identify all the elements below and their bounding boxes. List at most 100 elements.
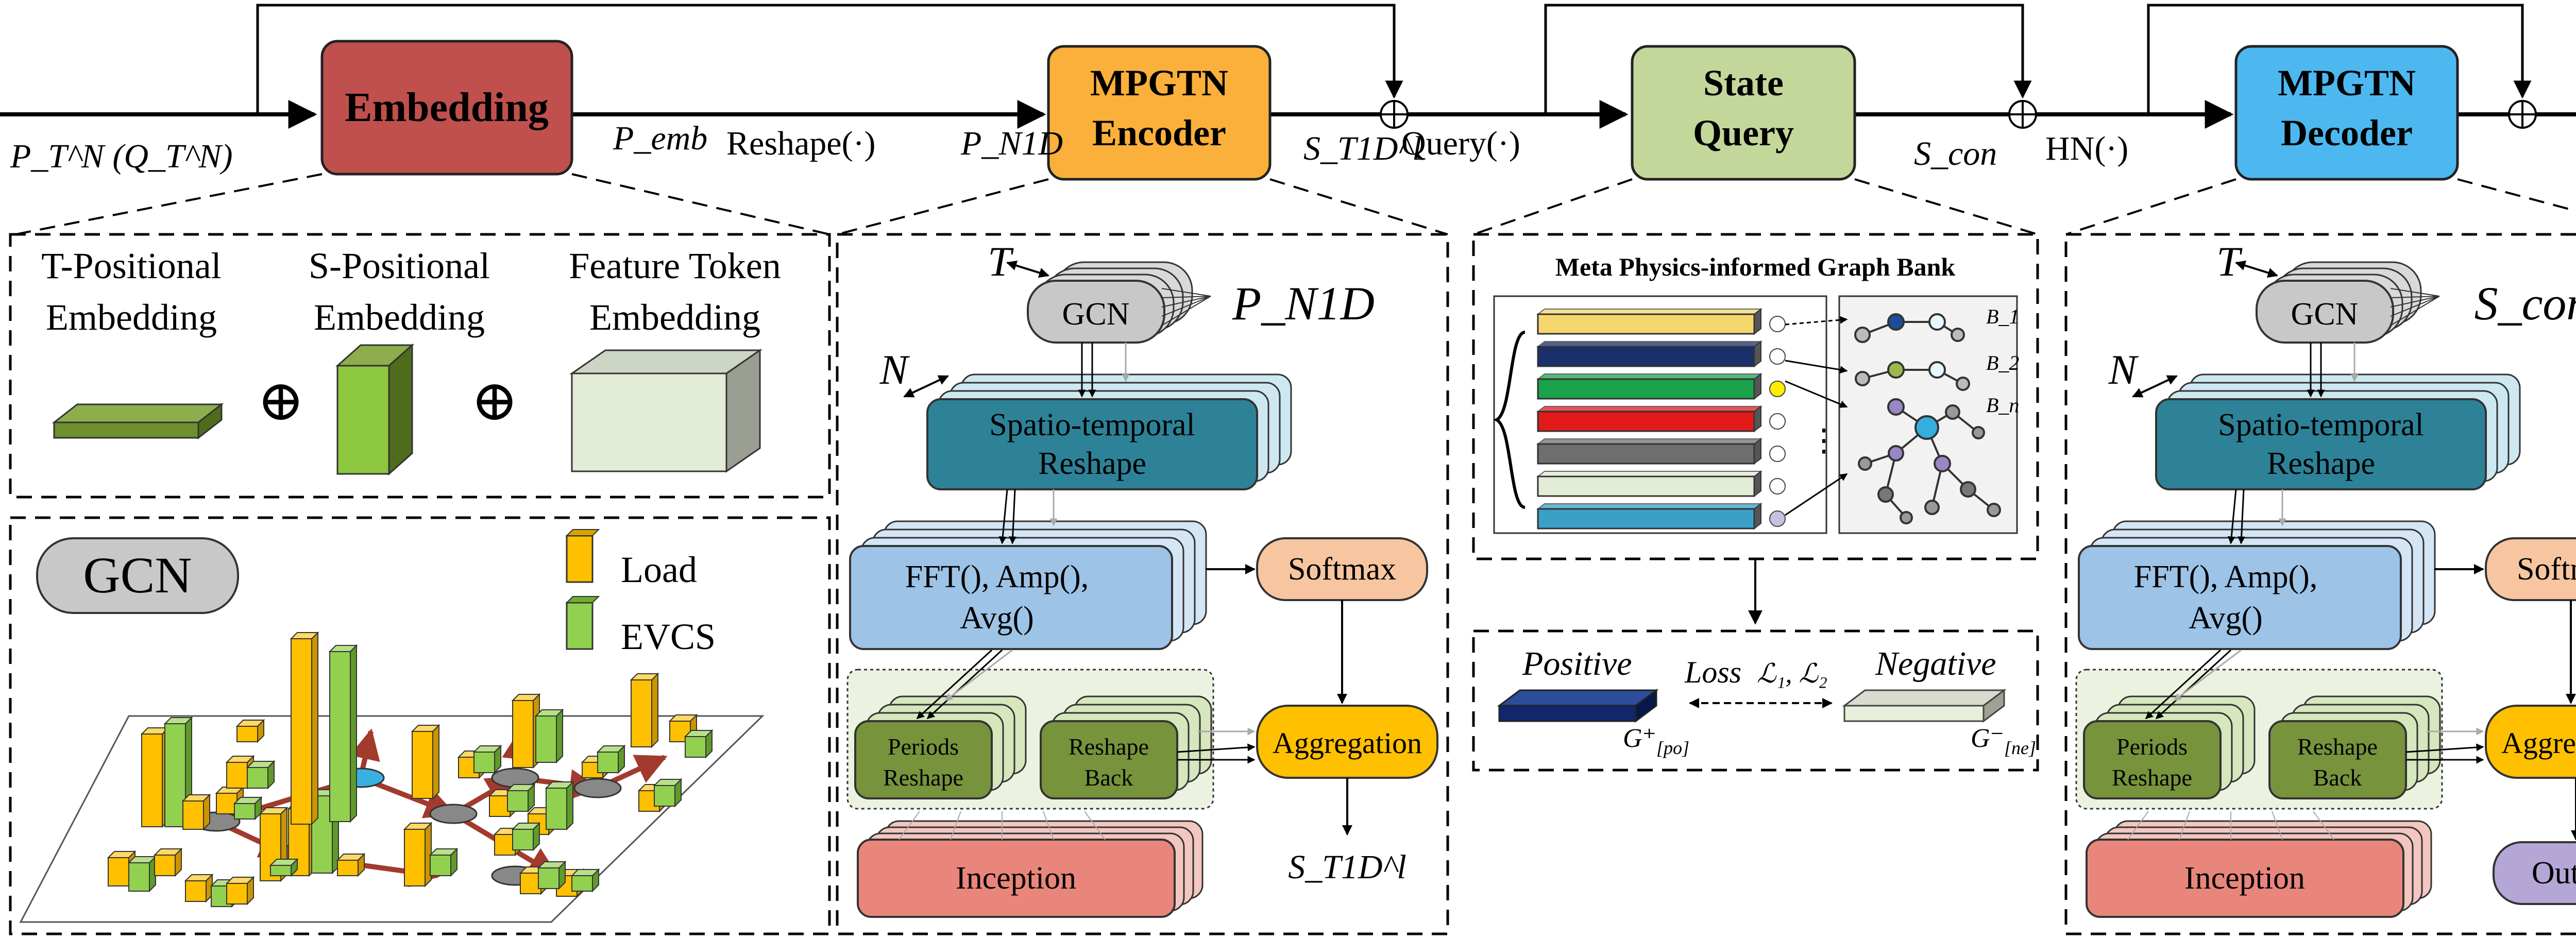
encoder_panel-inception: Inception xyxy=(857,820,1204,918)
feature-token-line2: Embedding xyxy=(589,297,760,338)
gcn-bar-load xyxy=(512,700,534,768)
gcn-bar-side xyxy=(311,631,318,826)
legend-evcs: EVCS xyxy=(565,596,716,657)
gcn-bar-evcs xyxy=(538,867,560,889)
graph-b2 xyxy=(1855,361,1970,391)
decoder_panel-output-label: Output xyxy=(2532,856,2576,891)
encoder_panel-periods-line1: Periods xyxy=(888,734,959,760)
state-query-line1: State xyxy=(1703,62,1784,104)
s-t1d-label: S_T1D^l xyxy=(1303,130,1422,167)
hn-fn-label: HN(·) xyxy=(2045,130,2128,167)
gcn-bar-load xyxy=(154,855,176,876)
encoder_panel-gcn-label: GCN xyxy=(1062,297,1130,332)
embedding-block xyxy=(320,40,573,176)
bank-bar-side xyxy=(1754,308,1761,335)
gcn-bar-side xyxy=(350,644,357,823)
graph-bank-title: Meta Physics-informed Graph Bank xyxy=(1555,252,1956,281)
encoder_panel-fft-line2: Avg() xyxy=(960,601,1033,636)
graph-bank-bars xyxy=(1536,308,1786,530)
decoder_panel-softmax: Softmax xyxy=(2485,537,2576,601)
encoder_panel-dim-t: T xyxy=(988,238,1014,285)
bank-node xyxy=(1769,446,1786,462)
bank-node xyxy=(1769,413,1786,430)
decoder_panel-input-label: S_con xyxy=(2475,277,2576,330)
negative-slab xyxy=(1842,689,2007,723)
feature-token-cube xyxy=(569,349,762,473)
g-neg-label: G⁻[ne] xyxy=(1971,724,2036,758)
gcn-bar-evcs xyxy=(685,736,706,758)
gcn-bar-evcs xyxy=(430,855,451,876)
reshape-fn-label: Reshape(·) xyxy=(726,125,876,162)
decoder_panel-fft-block: FFT(), Amp(),Avg() xyxy=(2078,520,2436,650)
g-pos-label: G⁺[po] xyxy=(1623,724,1689,758)
state-query-line2: Query xyxy=(1693,112,1794,154)
bank-bar xyxy=(1537,508,1755,530)
gcn-bar-load xyxy=(226,883,248,905)
bank-bar-side xyxy=(1754,470,1761,498)
encoder-block xyxy=(1047,45,1272,181)
decoder_panel-st-line1: Spatio-temporal xyxy=(2218,407,2424,442)
bank-node xyxy=(1769,381,1786,397)
decoder_panel-reshape-back-line2: Back xyxy=(2313,764,2362,791)
encoder_panel-softmax-label: Softmax xyxy=(1288,552,1396,587)
graph-bank-panel: Meta Physics-informed Graph Bank ⋮ xyxy=(1472,178,2039,625)
gcn-bar-evcs xyxy=(546,788,567,830)
encoder_panel-gcn-stack: GCN xyxy=(1027,261,1211,344)
state-query-block xyxy=(1631,45,1856,181)
plus-2: ⊕ xyxy=(471,369,518,432)
gcn-bar-evcs xyxy=(512,829,534,850)
s-pos-line2: Embedding xyxy=(314,297,485,338)
gcn-bar-evcs xyxy=(473,752,495,773)
loss-terms: ℒ₁, ℒ₂ xyxy=(1757,659,1827,689)
gcn-bar-load xyxy=(226,762,248,789)
bank-node xyxy=(1769,510,1786,527)
decoder-label-line2: Decoder xyxy=(2281,112,2413,154)
gcn-bar-evcs xyxy=(164,723,186,827)
encoder_panel-aggregation-label: Aggregation xyxy=(1273,726,1422,760)
bank-bar xyxy=(1537,443,1755,465)
gcn-bar-evcs xyxy=(329,651,351,822)
p-n1d-label: P_N1D xyxy=(960,125,1063,162)
plus-1: ⊕ xyxy=(257,369,304,432)
p-emb-label: P_emb xyxy=(613,120,707,157)
bank-bar-side xyxy=(1754,405,1761,433)
bank-bar-side xyxy=(1754,340,1761,368)
encoder_panel-st-line2: Reshape xyxy=(1038,446,1146,481)
gcn-bar-load xyxy=(494,834,516,856)
gcn-bar-load xyxy=(631,679,652,747)
pipeline: Embedding MPGTN Encoder State Query MPGT… xyxy=(0,4,2576,181)
gcn-bar-side xyxy=(651,672,658,748)
label-b2: B_2 xyxy=(1986,351,2019,374)
bank-bar-side xyxy=(1754,437,1761,465)
encoder_panel-input-label: P_N1D xyxy=(1232,277,1375,330)
gcn-badge-label: GCN xyxy=(83,547,192,604)
decoder_panel-st-line2: Reshape xyxy=(2267,446,2375,481)
decoder_panel-output: Output xyxy=(2493,841,2576,905)
gcn-bar-side xyxy=(556,708,563,764)
decoder_panel-fft-line2: Avg() xyxy=(2189,601,2262,636)
s-pos-line1: S-Positional xyxy=(309,245,490,286)
query-fn-label: Query(·) xyxy=(1401,125,1520,162)
gcn-bar-evcs xyxy=(507,790,529,812)
graph-b1 xyxy=(1854,313,1965,343)
gcn-bar-load xyxy=(185,880,207,902)
add-node-3 xyxy=(2508,100,2537,129)
bank-bar xyxy=(1537,411,1755,432)
decoder-block xyxy=(2234,45,2459,181)
decoder-label-line1: MPGTN xyxy=(2278,62,2416,104)
gcn-panel: GCN Load EVCS xyxy=(9,516,831,935)
contrast-panel: Positive Negative Loss ℒ₁, ℒ₂ G⁺[po] G⁻[… xyxy=(1472,629,2039,772)
label-b1: B_1 xyxy=(1986,305,2019,328)
add-node-1 xyxy=(1380,100,1409,129)
t-pos-line1: T-Positional xyxy=(41,245,221,286)
gcn-bar-load xyxy=(108,857,129,886)
